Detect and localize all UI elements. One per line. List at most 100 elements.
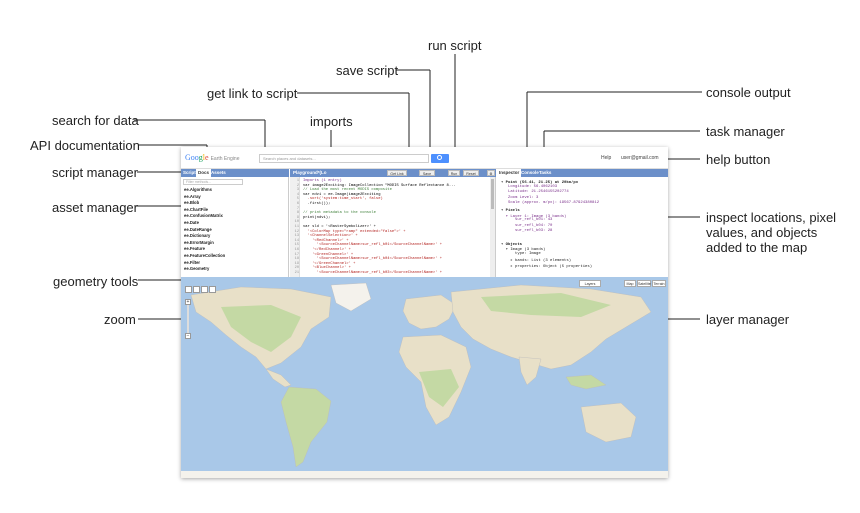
point-tool-icon[interactable] (193, 286, 200, 293)
callout-task-manager: task manager (706, 124, 785, 139)
search-input[interactable]: Search places and datasets... (259, 154, 429, 163)
map-area[interactable]: + − Layers Map Satellite Terrain (181, 277, 668, 478)
line-number: 19 (294, 261, 299, 266)
scroll-thumb[interactable] (491, 179, 494, 209)
hand-tool-icon[interactable] (185, 286, 192, 293)
code-line: '<SourceChannelName>sur_refl_b01</Source… (303, 243, 442, 248)
product-name: Earth Engine (210, 156, 240, 162)
zoom-in-button[interactable]: + (185, 299, 191, 305)
inspector-line: ▾ Layer 1: Image (3 bands) (501, 214, 567, 219)
inspector-line: sur_refl_b01: 43 (501, 218, 553, 223)
logo-part: Goo (185, 153, 199, 162)
docs-item[interactable]: ee.Array (184, 193, 201, 199)
map-type-map[interactable]: Map (624, 280, 636, 287)
line-number: 15 (294, 243, 299, 248)
code-line: '</RedChannel>' + (303, 248, 351, 252)
code-line: var image2Exciting: ImageCollection "MOD… (303, 183, 456, 188)
line-gutter (290, 177, 300, 277)
line-number: 8 (296, 211, 299, 216)
tab-inspector[interactable]: Inspector (497, 169, 522, 177)
callout-asset-manager: asset manager (52, 200, 138, 215)
layers-button[interactable]: Layers (579, 280, 601, 287)
code-line: '<ChannelSelection>' + (303, 234, 358, 239)
help-button[interactable]: Help (601, 155, 612, 161)
docs-item[interactable]: ee.Blob (184, 200, 200, 206)
inspector-line: sur_refl_b03: 28 (501, 229, 553, 234)
inspector-line: ▾ Point (56.41, 21.25) at 20km/px (501, 181, 579, 185)
inspector-line: Scale (approx. m/px): 19567.87924380812 (501, 201, 600, 206)
inspector-line: ▾ Objects (501, 242, 523, 247)
docs-item[interactable]: ee.ConfusionMatrix (184, 213, 223, 219)
inspector-line: ▾ Image (3 bands) (501, 248, 546, 253)
code-line: Imports (1 entry) (303, 179, 342, 183)
callout-script-manager: script manager (52, 165, 138, 180)
docs-item[interactable]: ee.FeatureCollection (184, 253, 226, 258)
callout-get-link: get link to script (207, 86, 298, 101)
docs-item[interactable]: ee.Geometry (184, 266, 210, 272)
code-line: .first()); (303, 202, 331, 206)
get-link-button[interactable]: Get Link (387, 170, 407, 176)
code-line: '<GreenChannel>' + (303, 252, 354, 257)
tab-tasks[interactable]: Tasks (539, 170, 552, 175)
search-button[interactable] (431, 154, 449, 163)
logo-part: e (205, 153, 209, 162)
docs-item[interactable]: ee.Date (184, 220, 199, 225)
code-line: .sort('system:time_start', false) (303, 197, 383, 202)
logo-part: l (202, 153, 206, 162)
docs-item[interactable]: ee.Algorithms (184, 187, 212, 192)
callout-inspect-line2: values, and objects (706, 225, 818, 240)
reset-button[interactable]: Reset (463, 170, 479, 176)
line-number: 12 (294, 229, 299, 234)
script-title: Playground*(Lo (293, 170, 327, 175)
docs-item[interactable]: ee.Dictionary (184, 233, 211, 239)
geometry-tools (185, 280, 217, 293)
docs-item[interactable]: ee.Filter (184, 259, 201, 265)
editor-scrollbar[interactable] (490, 177, 495, 277)
line-tool-icon[interactable] (201, 286, 208, 293)
line-number: 18 (294, 257, 299, 262)
line-number: 1 (296, 179, 299, 183)
tab-assets[interactable]: Assets (211, 170, 226, 175)
gear-icon[interactable]: ⚙ (487, 170, 495, 176)
docs-item[interactable]: ee.ErrorMargin (184, 239, 214, 245)
zoom-slider[interactable] (187, 305, 189, 333)
line-number: 16 (294, 248, 299, 252)
account-menu[interactable]: user@gmail.com (621, 155, 659, 161)
inspector-line: type: Image (501, 251, 541, 256)
code-line: var ndvi = ee.Image(image2Exciting (303, 192, 381, 197)
tab-console[interactable]: Console (521, 170, 539, 175)
polygon-tool-icon[interactable] (209, 286, 216, 293)
tab-docs[interactable]: Docs (196, 169, 212, 177)
line-number: 21 (294, 271, 299, 275)
callout-inspect-line3: added to the map (706, 240, 808, 255)
docs-item[interactable]: ee.DateRange (184, 226, 212, 232)
zoom-out-button[interactable]: − (185, 333, 191, 339)
callout-layer-manager: layer manager (706, 312, 790, 327)
line-number: 20 (294, 266, 299, 271)
filter-methods-input[interactable]: Filter methods... (183, 179, 243, 185)
docs-item[interactable]: ee.Feature (184, 246, 205, 252)
world-map[interactable] (181, 277, 668, 478)
line-number: 3 (296, 188, 299, 193)
callout-api-docs: API documentation (30, 138, 140, 153)
inspector-line: Longitude: 56.4062103 (501, 184, 558, 189)
callout-zoom: zoom (104, 312, 136, 327)
docs-item[interactable]: ee.ChartFile (184, 206, 208, 212)
map-type-satellite[interactable]: Satellite (637, 280, 651, 287)
code-line: '<RedChannel>' + (303, 238, 349, 243)
tab-scripts[interactable]: Scripts (183, 170, 199, 175)
code-line: // Load the most recent MODIS composite (303, 188, 392, 193)
inspector-line: Latitude: 21.2546155202774 (501, 190, 569, 195)
callout-imports: imports (310, 114, 353, 129)
run-button[interactable]: Run (448, 170, 460, 176)
save-button[interactable]: Save (419, 170, 435, 176)
map-type-terrain[interactable]: Terrain (652, 280, 666, 287)
code-line: '</GreenChannel>' + (303, 261, 356, 266)
callout-inspect-line1: inspect locations, pixel (706, 210, 837, 225)
code-line: print(ndvi); (303, 215, 331, 220)
line-number: 6 (296, 202, 299, 206)
inspector-line: ▾ Pixels (501, 209, 520, 213)
